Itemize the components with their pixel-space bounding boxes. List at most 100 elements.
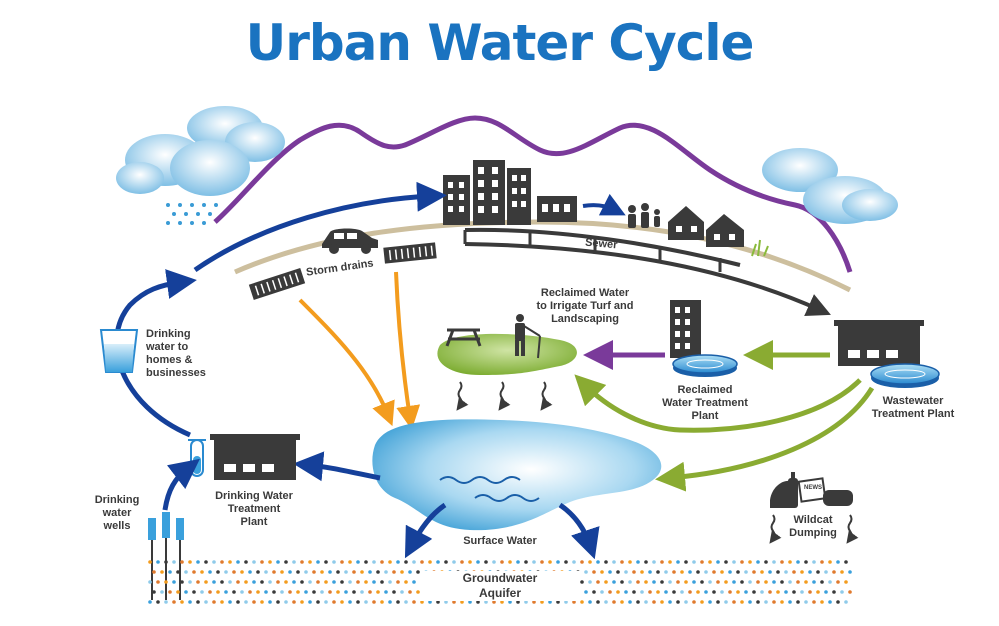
news-label: NEWS bbox=[804, 485, 822, 491]
aquifer-dot bbox=[284, 580, 288, 584]
aquifer-dot bbox=[412, 580, 416, 584]
aquifer-dot bbox=[516, 600, 520, 604]
aquifer-dot bbox=[204, 580, 208, 584]
surface-water-label: Surface Water bbox=[463, 535, 537, 547]
aquifer-dot bbox=[676, 580, 680, 584]
aquifer-dot bbox=[320, 590, 324, 594]
aquifer-dot bbox=[332, 560, 336, 564]
aquifer-dot bbox=[612, 580, 616, 584]
aquifer-dot bbox=[588, 580, 592, 584]
aquifer-dot bbox=[232, 570, 236, 574]
aquifer-dot bbox=[508, 560, 512, 564]
aquifer-dot bbox=[820, 600, 824, 604]
aquifer-dot bbox=[224, 590, 228, 594]
grass-icon bbox=[751, 239, 769, 257]
aquifer-dot bbox=[348, 580, 352, 584]
aquifer-dot bbox=[296, 590, 300, 594]
aquifer-dot bbox=[668, 560, 672, 564]
aquifer-dot bbox=[724, 600, 728, 604]
aquifer-dot bbox=[200, 570, 204, 574]
arrow-wastewater-to-turf bbox=[574, 374, 862, 433]
aquifer-dot bbox=[748, 600, 752, 604]
aquifer-dot bbox=[796, 600, 800, 604]
aquifer-dot bbox=[268, 600, 272, 604]
aquifer-dot bbox=[220, 600, 224, 604]
aquifer-dot bbox=[788, 600, 792, 604]
aquifer-dot bbox=[704, 570, 708, 574]
aquifer-dot bbox=[572, 600, 576, 604]
arrow-storm-drain-to-surface bbox=[298, 298, 395, 427]
aquifer-dot bbox=[332, 580, 336, 584]
aquifer-dot bbox=[212, 580, 216, 584]
aquifer-dot bbox=[592, 570, 596, 574]
aquifer-dot bbox=[656, 570, 660, 574]
aquifer-dot bbox=[416, 570, 420, 574]
aquifer-dot bbox=[248, 570, 252, 574]
arrow-storm-drain-to-surface bbox=[394, 271, 421, 430]
reclaimed-plant-tank-icon bbox=[672, 354, 738, 377]
arrow-city-to-homes bbox=[582, 193, 626, 216]
aquifer-dot bbox=[564, 600, 568, 604]
aquifer-dot bbox=[296, 570, 300, 574]
aquifer-dot bbox=[468, 560, 472, 564]
aquifer-dot bbox=[312, 590, 316, 594]
arrow-plant-to-homes bbox=[114, 269, 197, 438]
aquifer-dot bbox=[540, 600, 544, 604]
aquifer-dot bbox=[388, 600, 392, 604]
aquifer-dot bbox=[708, 600, 712, 604]
arrow-wastewater-to-surface bbox=[655, 386, 875, 492]
aquifer-dot bbox=[724, 560, 728, 564]
aquifer-dot bbox=[644, 580, 648, 584]
aquifer-dot bbox=[376, 570, 380, 574]
aquifer-dot bbox=[156, 600, 160, 604]
aquifer-dot bbox=[400, 590, 404, 594]
aquifer-dot bbox=[748, 580, 752, 584]
aquifer-dot bbox=[820, 560, 824, 564]
aquifer-dot bbox=[160, 570, 164, 574]
aquifer-dot bbox=[592, 590, 596, 594]
storm-drain-grate-icon bbox=[248, 268, 306, 300]
aquifer-dot bbox=[740, 560, 744, 564]
aquifer-dot bbox=[244, 600, 248, 604]
aquifer-dot bbox=[752, 590, 756, 594]
aquifer-dot bbox=[760, 570, 764, 574]
aquifer-dot bbox=[548, 600, 552, 604]
aquifer-dot bbox=[532, 600, 536, 604]
aquifer-dot bbox=[848, 590, 852, 594]
arrow-to-city bbox=[193, 181, 447, 273]
aquifer-dot bbox=[152, 570, 156, 574]
aquifer-dot bbox=[348, 560, 352, 564]
drinking-water-wells-icon bbox=[148, 512, 184, 600]
turf-area bbox=[437, 333, 577, 375]
aquifer-dot bbox=[236, 600, 240, 604]
aquifer-dot bbox=[396, 600, 400, 604]
surface-water-body bbox=[372, 419, 662, 531]
aquifer-dot bbox=[200, 590, 204, 594]
aquifer-dot bbox=[812, 560, 816, 564]
aquifer-dot bbox=[744, 590, 748, 594]
aquifer-dot bbox=[220, 580, 224, 584]
aquifer-dot bbox=[684, 560, 688, 564]
aquifer-dot bbox=[572, 560, 576, 564]
aquifer-dot bbox=[148, 560, 152, 564]
city-buildings-icon bbox=[443, 160, 577, 225]
aquifer-dot bbox=[272, 570, 276, 574]
aquifer-dot bbox=[452, 600, 456, 604]
aquifer-dot bbox=[356, 580, 360, 584]
aquifer-dot bbox=[724, 580, 728, 584]
aquifer-dot bbox=[284, 560, 288, 564]
aquifer-dot bbox=[204, 560, 208, 564]
aquifer-dot bbox=[340, 580, 344, 584]
aquifer-dot bbox=[364, 580, 368, 584]
aquifer-dot bbox=[328, 590, 332, 594]
aquifer-dot bbox=[420, 600, 424, 604]
aquifer-dot bbox=[188, 580, 192, 584]
aquifer-dot bbox=[580, 580, 584, 584]
aquifer-dot bbox=[800, 570, 804, 574]
aquifer-dot bbox=[596, 600, 600, 604]
aquifer-dot bbox=[840, 590, 844, 594]
aquifer-dot bbox=[196, 580, 200, 584]
aquifer-dot bbox=[708, 560, 712, 564]
aquifer-dot bbox=[524, 560, 528, 564]
